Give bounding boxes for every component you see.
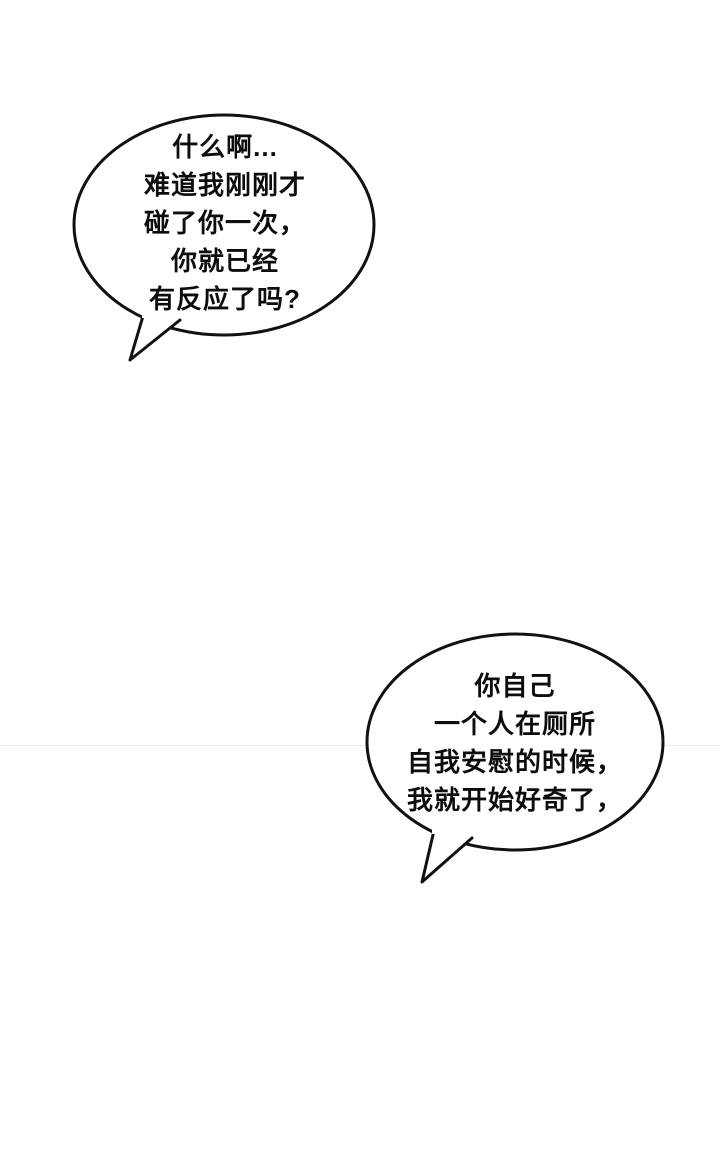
dialogue-line: 我就开始好奇了， [406,785,623,815]
speech-bubble-outline-top [72,113,376,362]
dialogue-line: 你自己 [474,671,556,701]
dialogue-line: 难道我刚刚才 [143,170,306,200]
dialogue-line: 自我安慰的时候， [406,747,623,777]
tail-seam-cover [142,296,184,318]
speech-bubble-tail [420,820,474,884]
dialogue-line: 一个人在厕所 [433,709,596,739]
faint-panel-line [0,745,720,746]
speech-bubble-bottom-right: 你自己 一个人在厕所 自我安慰的时候， 我就开始好奇了， [362,667,668,819]
speech-bubble-body [72,113,376,337]
speech-bubble-tail [128,304,182,362]
speech-bubble-body [365,632,665,852]
dialogue-line: 有反应了吗? [149,284,301,314]
speech-bubble-top-left: 什么啊... 难道我刚刚才 碰了你一次， 你就已经 有反应了吗? [68,128,382,318]
dialogue-line: 碰了你一次， [143,208,306,238]
dialogue-line: 你就已经 [170,246,279,276]
tail-seam-cover [432,812,476,834]
dialogue-line: 什么啊... [172,132,278,162]
speech-bubble-outline-bottom [365,632,665,884]
